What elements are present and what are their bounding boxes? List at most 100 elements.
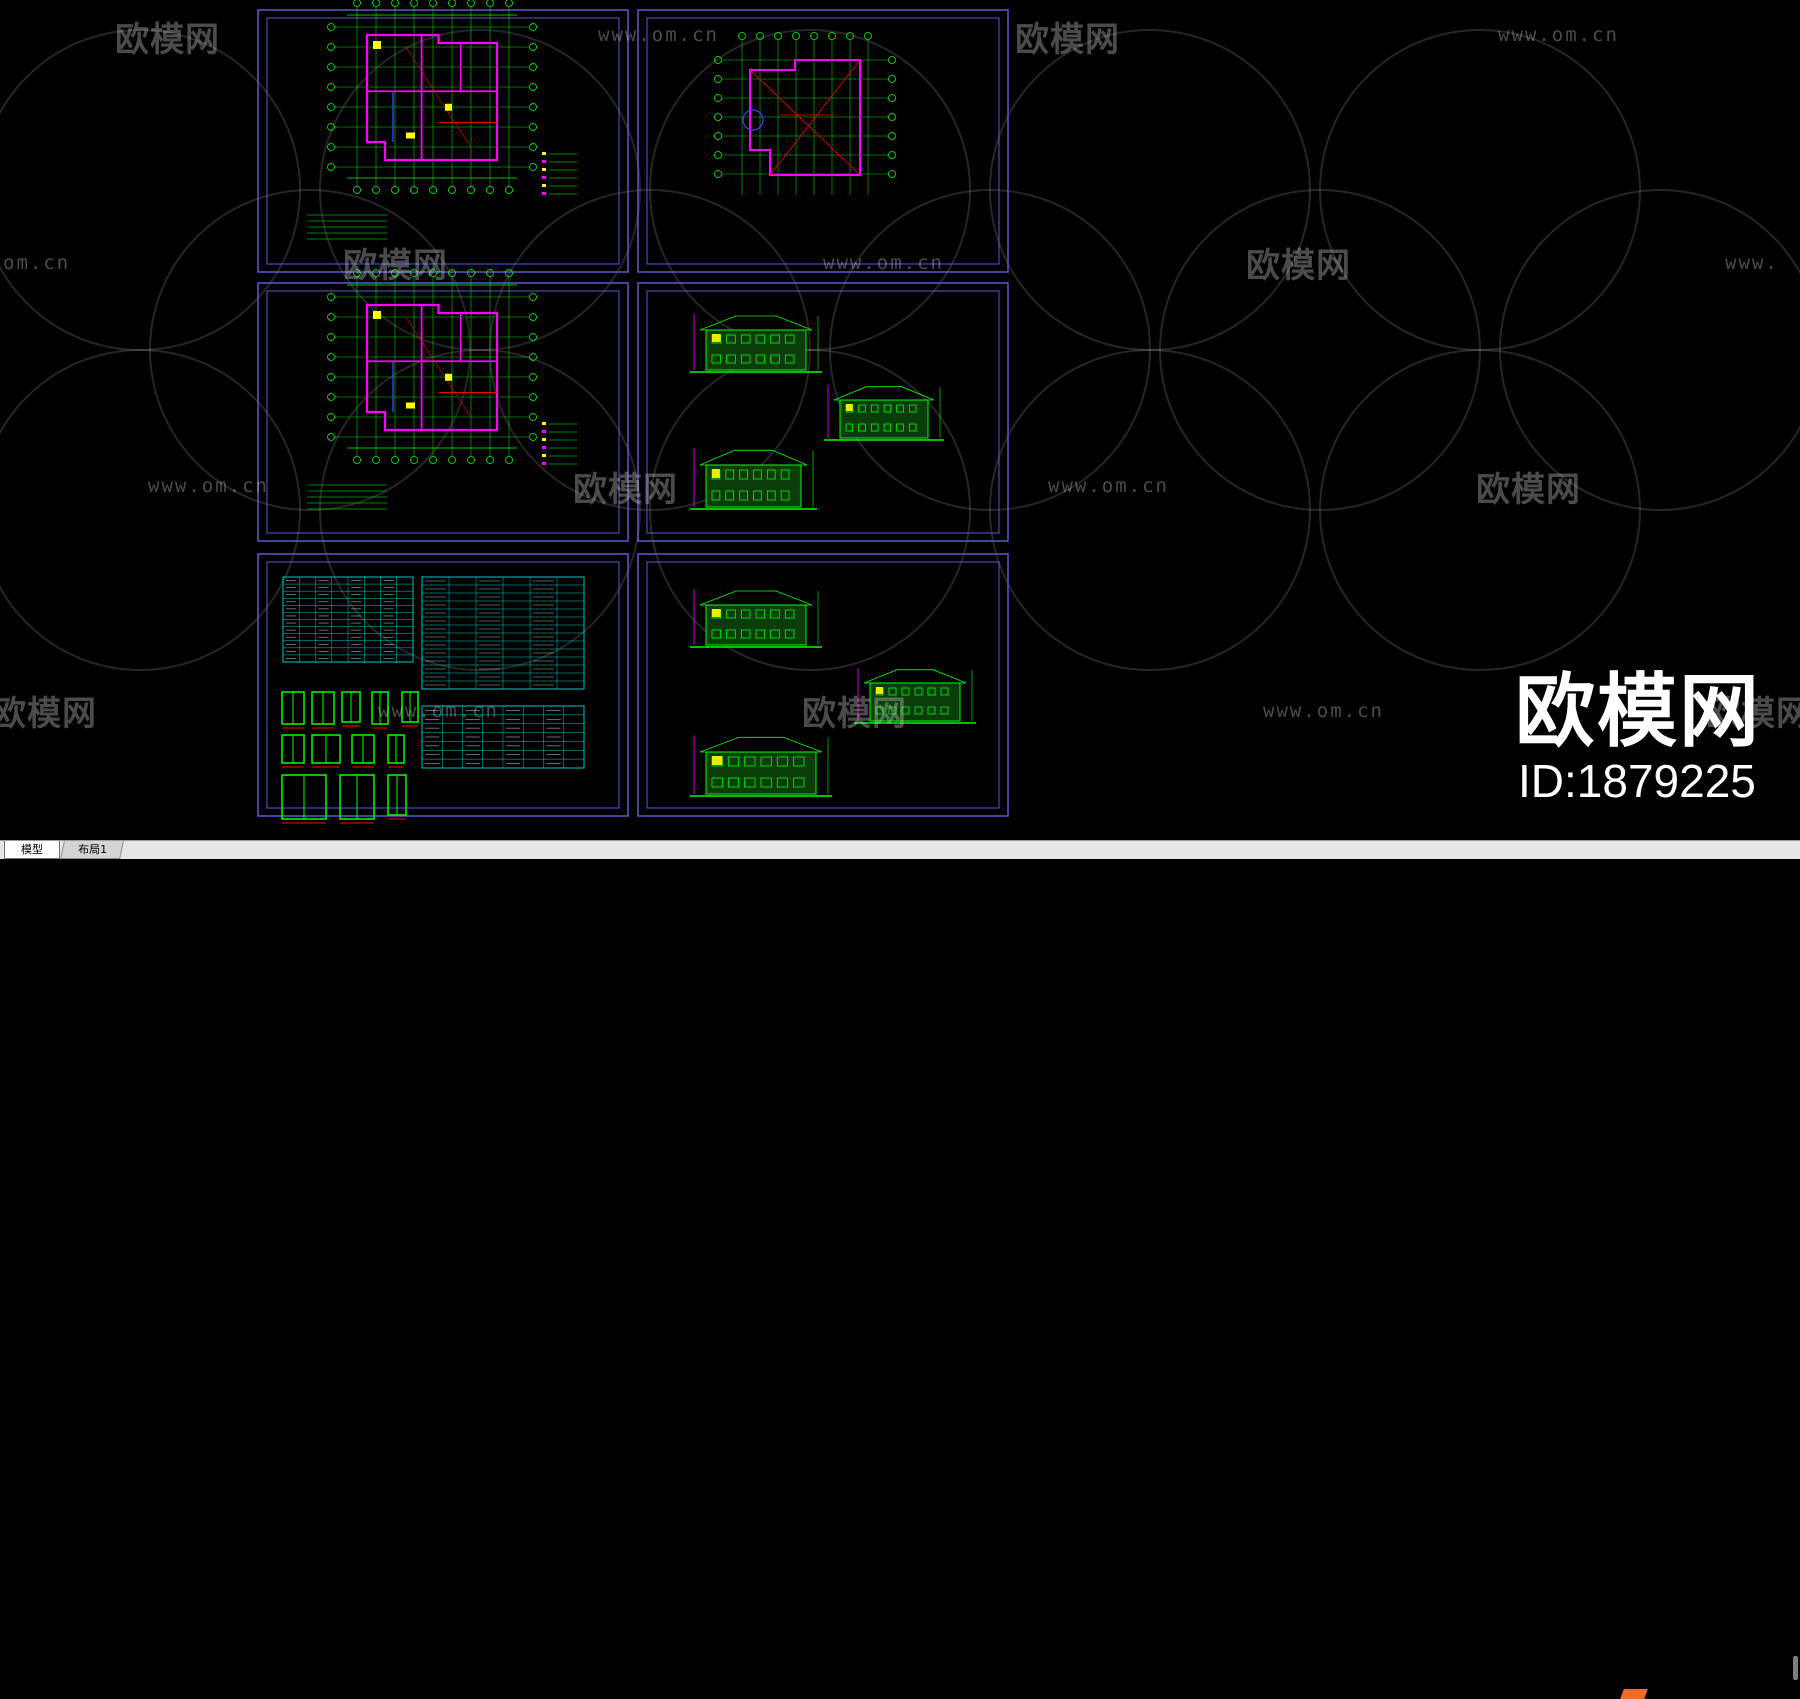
brand-logo-text: 欧模网 (1515, 665, 1761, 758)
window-opening (711, 777, 723, 788)
window-symbol (406, 402, 415, 409)
window-opening (870, 404, 879, 413)
grid-bubble (327, 353, 335, 361)
legend-swatch (542, 446, 546, 449)
grid-bubble (529, 123, 537, 131)
tab-layout1[interactable]: 布局1 (60, 841, 124, 859)
roof-profile (699, 736, 823, 753)
window-opening (766, 469, 776, 480)
grid-bubble (714, 75, 722, 83)
window-opening (784, 354, 795, 364)
side-elevation (824, 384, 944, 441)
grid-bubble (410, 0, 418, 7)
window-opening (740, 629, 751, 639)
section-view (854, 667, 976, 724)
red-axis (405, 317, 472, 418)
sheet-inner-border (646, 17, 1000, 265)
sheet-outer-border (637, 553, 1009, 817)
grid-bubble (529, 63, 537, 71)
grid-bubble (888, 132, 896, 140)
highlighted-window (846, 404, 853, 411)
window-opening (896, 423, 904, 432)
grid-bubble (529, 313, 537, 321)
sheet-outer-border (637, 9, 1009, 273)
watermark-circle (0, 349, 301, 671)
rear-elevation (690, 448, 817, 510)
grid-bubble (828, 32, 836, 40)
grid-bubble (486, 269, 494, 277)
tab-layout1-label: 布局1 (77, 843, 107, 856)
roof-profile (699, 590, 813, 606)
grid-bubble (486, 456, 494, 464)
window-opening (755, 354, 766, 364)
door-window-symbols (281, 691, 419, 824)
grid-bubble (505, 186, 513, 194)
grid-bubble (391, 186, 399, 194)
sheet-inner-border (266, 290, 620, 534)
window-opening (845, 423, 854, 432)
grid-bubble (529, 163, 537, 171)
grid-bubble (792, 32, 800, 40)
grid-bubble (505, 0, 513, 7)
grid-bubble (486, 186, 494, 194)
cad-model-space[interactable] (0, 0, 1800, 840)
grid-bubble (529, 293, 537, 301)
window-opening (740, 334, 751, 344)
window-opening (755, 609, 766, 619)
window-opening (740, 354, 751, 364)
window-opening (776, 756, 789, 767)
sheet-inner-border (646, 561, 1000, 809)
window-symbol (373, 41, 381, 49)
watermark-circle (649, 349, 971, 671)
grid-bubble (467, 186, 475, 194)
front-elevation (690, 314, 822, 373)
sheet-outer-border (257, 282, 629, 542)
legend-swatch (542, 184, 546, 187)
watermark-circle (1499, 189, 1800, 511)
window-opening (858, 404, 866, 413)
window-opening (896, 404, 904, 413)
window-opening (870, 423, 879, 432)
window-schedule-table (282, 576, 414, 663)
grid-bubble (410, 456, 418, 464)
window-opening (739, 469, 748, 480)
grid-bubble (448, 186, 456, 194)
window-opening (784, 629, 795, 639)
grid-bubble (756, 32, 764, 40)
grid-bubble (410, 269, 418, 277)
window-opening (766, 490, 776, 501)
window-opening (901, 687, 910, 696)
window-opening (908, 423, 917, 432)
grid-bubble (372, 456, 380, 464)
window-opening (780, 469, 790, 480)
tab-model[interactable]: 模型 (4, 841, 60, 859)
grid-bubble (391, 269, 399, 277)
window-opening (727, 756, 740, 767)
legend-swatch (542, 152, 546, 155)
window-opening (793, 777, 805, 788)
window-opening (770, 609, 780, 619)
door-schedule-table (421, 576, 585, 690)
watermark-circle (0, 29, 301, 351)
watermark-circle (989, 29, 1311, 351)
scroll-handle[interactable] (1793, 1656, 1798, 1680)
grid-bubble (888, 113, 896, 121)
status-indicator (1620, 1689, 1648, 1699)
drawing-sheet (257, 282, 629, 542)
window-symbol (406, 132, 415, 139)
red-axis (405, 47, 472, 148)
window-opening (727, 777, 740, 788)
window-opening (725, 469, 735, 480)
window-opening (744, 777, 756, 788)
window-opening (875, 706, 884, 715)
grid-bubble (429, 456, 437, 464)
window-opening (753, 490, 762, 501)
window-opening (711, 354, 722, 364)
window-opening (914, 706, 923, 715)
sheet-inner-border (646, 290, 1000, 534)
grid-bubble (327, 433, 335, 441)
grid-bubble (429, 186, 437, 194)
grid-bubble (391, 456, 399, 464)
grid-bubble (467, 269, 475, 277)
grid-bubble (372, 0, 380, 7)
